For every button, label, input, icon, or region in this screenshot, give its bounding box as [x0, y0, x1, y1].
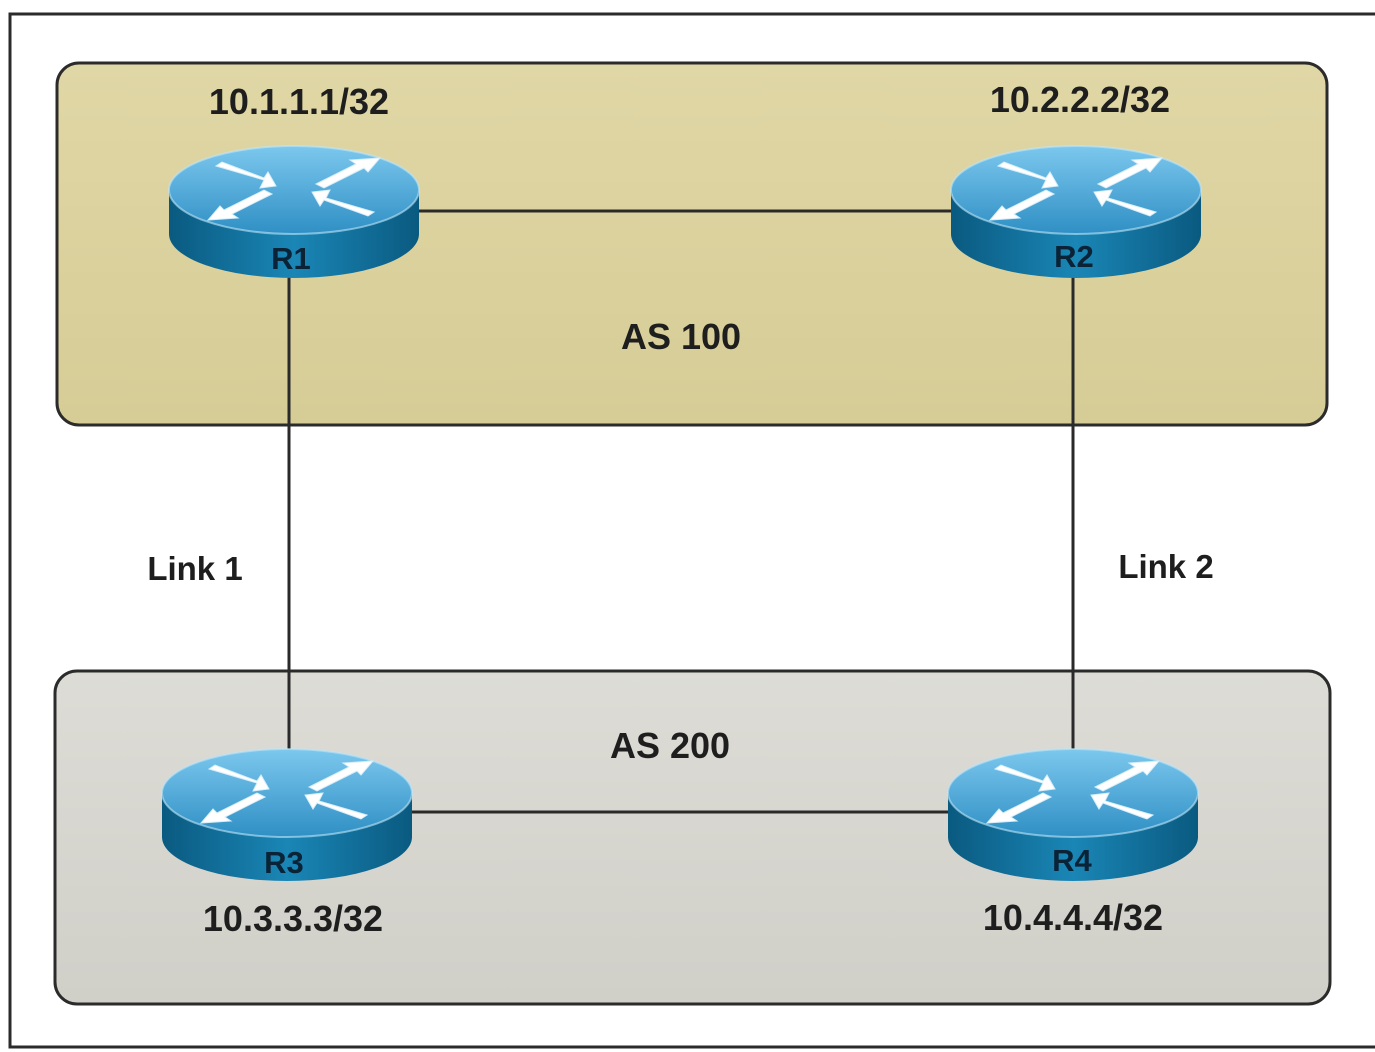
- as100-label: AS 100: [621, 316, 741, 357]
- link-1-label: Link 1: [147, 550, 242, 587]
- router-r4-name: R4: [1052, 843, 1092, 878]
- router-r2-name: R2: [1054, 239, 1094, 274]
- router-r3-ip: 10.3.3.3/32: [203, 898, 383, 939]
- links: [287, 209, 1075, 814]
- router-r3-name: R3: [264, 845, 304, 880]
- router-r4-ip: 10.4.4.4/32: [983, 897, 1163, 938]
- router-r2-ip: 10.2.2.2/32: [990, 79, 1170, 120]
- router-r1-ip: 10.1.1.1/32: [209, 81, 389, 122]
- router-r1-name: R1: [271, 241, 311, 276]
- as200-label: AS 200: [610, 725, 730, 766]
- link-2-label: Link 2: [1118, 548, 1213, 585]
